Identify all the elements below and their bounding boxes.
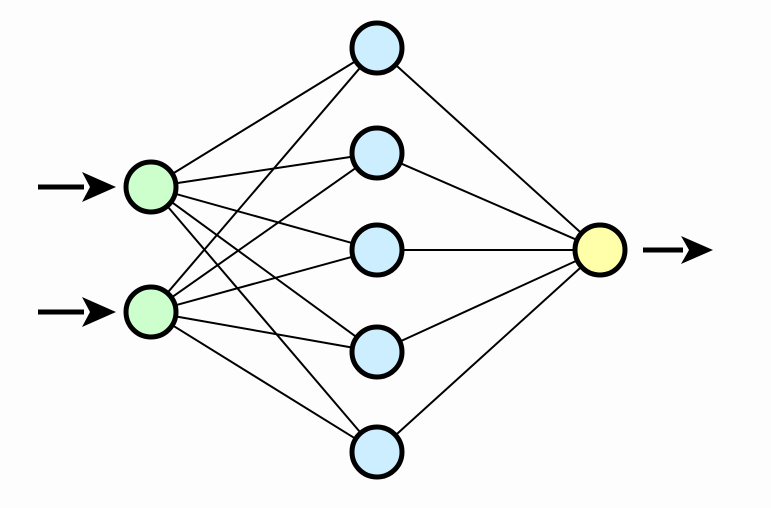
output-arrow-1 [643, 236, 713, 264]
edge-hid-5-to-out-1 [392, 264, 585, 438]
hidden-node-5[interactable] [349, 424, 405, 480]
edge-in-1-to-hid-1 [169, 58, 359, 177]
edge-in-1-to-hid-4 [168, 199, 360, 340]
edge-in-2-to-hid-5 [169, 322, 359, 442]
edge-in-2-to-hid-3 [171, 254, 357, 308]
input-node-1[interactable] [123, 159, 179, 215]
hidden-node-3[interactable] [349, 222, 405, 278]
output-arrow-1-head-icon [681, 236, 713, 264]
edge-in-1-to-hid-3 [171, 191, 357, 246]
arrows-group [38, 172, 713, 327]
edge-hid-2-to-out-1 [396, 160, 581, 243]
input-arrow-1 [38, 172, 116, 202]
edge-in-2-to-hid-4 [172, 314, 356, 350]
input-arrow-2-head-icon [82, 297, 116, 327]
hidden-node-4[interactable] [349, 324, 405, 380]
hidden-node-2[interactable] [349, 125, 405, 181]
input-node-2[interactable] [123, 284, 179, 340]
hidden-layer [349, 20, 405, 480]
output-node-1[interactable] [572, 222, 628, 278]
edge-hid-1-to-out-1 [392, 62, 585, 236]
nodes-group [123, 20, 628, 480]
edge-in-2-to-hid-1 [164, 64, 364, 296]
input-layer [123, 159, 179, 340]
edge-in-1-to-hid-2 [172, 155, 356, 185]
edge-in-1-to-hid-5 [164, 203, 364, 436]
input-arrow-1-head-icon [82, 172, 116, 202]
edges-group [164, 58, 585, 442]
edge-in-2-to-hid-2 [168, 164, 360, 301]
input-arrow-2 [38, 297, 116, 327]
hidden-node-1[interactable] [349, 20, 405, 76]
output-layer [572, 222, 628, 278]
edge-hid-4-to-out-1 [396, 258, 581, 344]
